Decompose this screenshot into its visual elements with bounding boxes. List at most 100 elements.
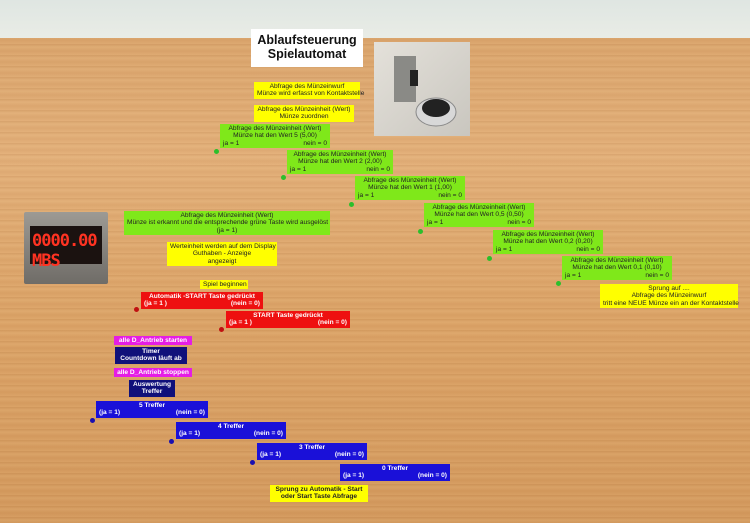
node-nein: (nein = 0) xyxy=(334,451,364,459)
node-line: Münze ist erkannt und die entsprechende … xyxy=(127,219,329,227)
node-start-taste: START Taste gedrückt (ja = 1 ) (nein = 0) xyxy=(226,311,350,328)
background-wall xyxy=(0,0,750,38)
node-nein: (nein = 0) xyxy=(417,472,447,480)
node-line: Sprung auf .... xyxy=(648,285,690,292)
node-line: Auswertung xyxy=(132,381,172,388)
title-line-1: Ablaufsteuerung xyxy=(257,33,357,47)
coin-slot-photo xyxy=(374,42,470,136)
node-ja: ja = 1 xyxy=(496,245,513,253)
node-automatik-start: Automatik -START Taste gedrückt (ja = 1 … xyxy=(141,292,263,309)
node-nein: nein = 0 xyxy=(576,245,600,253)
node-5-treffer: 5 Treffer (ja = 1) (nein = 0) xyxy=(96,401,208,418)
node-sprung-muenzeinwurf: Sprung auf .... Abfrage des Münzeinwurf … xyxy=(600,284,739,309)
node-line: alle D_Antrieb stoppen xyxy=(117,369,189,376)
node-ja: (ja = 1 ) xyxy=(144,300,167,308)
node-muenzeinheit-zuordnen: Abfrage des Münzeinheit (Wert) Münze zuo… xyxy=(254,105,354,122)
node-line: Sprung zu Automatik - Start xyxy=(275,486,363,493)
node-0-treffer: 0 Treffer (ja = 1) (nein = 0) xyxy=(340,464,450,481)
node-wert-1: Abfrage des Münzeinheit (Wert) Münze hat… xyxy=(355,176,465,201)
connector-dot xyxy=(556,281,561,286)
node-ja: ja = 1 xyxy=(565,271,582,279)
connector-dot xyxy=(90,418,95,423)
node-ja: ja = 1 xyxy=(290,165,307,173)
connector-dot xyxy=(250,460,255,465)
node-sprung-automatik: Sprung zu Automatik - Start oder Start T… xyxy=(270,485,368,502)
node-line: 4 Treffer xyxy=(217,423,245,430)
node-line: (ja = 1) xyxy=(216,226,238,234)
node-line: 0 Treffer xyxy=(381,465,409,472)
node-ja: ja = 1 xyxy=(358,191,375,199)
display-readout: 0000.00 MBS xyxy=(32,231,98,271)
node-line: Abfrage des Münzeinwurf xyxy=(269,83,345,90)
node-ja: (ja = 1) xyxy=(99,409,121,417)
node-nein: nein = 0 xyxy=(303,139,327,147)
display-screen xyxy=(30,226,102,264)
node-line: Abfrage des Münzeinheit (Wert) xyxy=(180,212,274,219)
node-wert-0-5: Abfrage des Münzeinheit (Wert) Münze hat… xyxy=(424,203,534,228)
node-antrieb-stoppen: alle D_Antrieb stoppen xyxy=(114,368,192,378)
title-line-2: Spielautomat xyxy=(267,47,347,61)
node-muenzeinwurf: Abfrage des Münzeinwurf Münze wird erfas… xyxy=(254,82,365,99)
node-line: Automatik -START Taste gedrückt xyxy=(149,293,255,300)
node-line: Abfrage des Münzeinheit (Wert) xyxy=(501,231,595,238)
node-ja: (ja = 1) xyxy=(343,472,365,480)
connector-dot xyxy=(281,175,286,180)
node-nein: nein = 0 xyxy=(507,218,531,226)
node-line: Abfrage des Münzeinheit (Wert) xyxy=(570,257,664,264)
coin-slot-plate xyxy=(394,56,416,102)
node-nein: nein = 0 xyxy=(645,271,669,279)
node-line: Abfrage des Münzeinheit (Wert) xyxy=(293,151,387,158)
node-line: 3 Treffer xyxy=(298,444,326,451)
connector-dot xyxy=(219,327,224,332)
node-4-treffer: 4 Treffer (ja = 1) (nein = 0) xyxy=(176,422,286,439)
node-line: Münze hat den Wert 0,5 (0,50) xyxy=(434,211,524,219)
node-ja: ja = 1 xyxy=(223,139,240,147)
node-nein: (nein = 0) xyxy=(317,319,347,327)
node-wert-5: Abfrage des Münzeinheit (Wert) Münze hat… xyxy=(220,124,330,149)
node-line: Münze hat den Wert 0,2 (0,20) xyxy=(503,238,593,246)
node-line: Spiel beginnen xyxy=(203,281,247,288)
node-line: angezeigt xyxy=(207,257,237,265)
node-line: START Taste gedrückt xyxy=(253,312,323,319)
node-wert-0-1: Abfrage des Münzeinheit (Wert) Münze hat… xyxy=(562,256,672,281)
node-spiel-beginnen: Spiel beginnen xyxy=(200,280,248,290)
node-line: Countdown läuft ab xyxy=(120,355,182,363)
node-line: alle D_Antrieb starten xyxy=(118,337,188,344)
node-ja: (ja = 1) xyxy=(179,430,201,438)
node-timer: Timer Countdown läuft ab xyxy=(115,347,187,364)
node-line: Abfrage des Münzeinheit (Wert) xyxy=(432,204,526,211)
node-line: Werteinheit werden auf dem Display xyxy=(170,243,276,250)
node-line: 5 Treffer xyxy=(138,402,166,409)
credit-display-panel: 0000.00 MBS xyxy=(24,212,108,284)
node-nein: (nein = 0) xyxy=(175,409,205,417)
node-line: Münze hat den Wert 5 (5,00) xyxy=(233,132,317,140)
connector-dot xyxy=(349,202,354,207)
connector-dot xyxy=(487,256,492,261)
node-line: tritt eine NEUE Münze ein an der Kontakt… xyxy=(603,299,739,307)
diagram-title: Ablaufsteuerung Spielautomat xyxy=(251,29,363,67)
node-line: Guthaben - Anzeige xyxy=(192,250,252,258)
node-line: oder Start Taste Abfrage xyxy=(280,493,358,501)
node-line: Abfrage des Münzeinheit (Wert) xyxy=(257,106,351,113)
node-line: Treffer xyxy=(141,388,163,396)
node-3-treffer: 3 Treffer (ja = 1) (nein = 0) xyxy=(257,443,367,460)
connector-dot xyxy=(169,439,174,444)
node-auswertung: Auswertung Treffer xyxy=(129,380,175,397)
node-guthaben-anzeige: Werteinheit werden auf dem Display Gutha… xyxy=(167,242,277,267)
node-nein: nein = 0 xyxy=(438,191,462,199)
coin-insert-button-top xyxy=(422,99,450,117)
node-line: Münze hat den Wert 0,1 (0,10) xyxy=(572,264,662,272)
node-ja: (ja = 1 ) xyxy=(229,319,252,327)
connector-dot xyxy=(134,307,139,312)
node-wert-2: Abfrage des Münzeinheit (Wert) Münze hat… xyxy=(287,150,393,175)
node-nein: (nein = 0) xyxy=(253,430,283,438)
coin-slot-opening xyxy=(410,70,418,86)
node-line: Münze zuordnen xyxy=(279,113,329,121)
connector-dot xyxy=(214,149,219,154)
node-line: Münze hat den Wert 1 (1,00) xyxy=(368,184,452,192)
node-line: Münze wird erfasst von Kontaktstelle xyxy=(257,90,365,98)
node-ja: (ja = 1) xyxy=(260,451,282,459)
node-line: Münze hat den Wert 2 (2,00) xyxy=(298,158,382,166)
connector-dot xyxy=(418,229,423,234)
